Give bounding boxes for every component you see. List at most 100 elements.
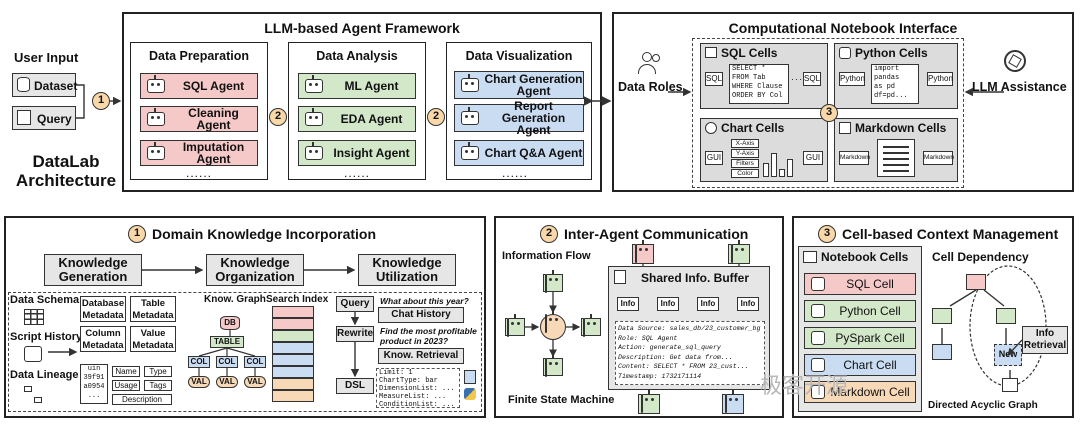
architecture-title-line1: DataLab	[32, 152, 100, 171]
tag-usage: Usage	[112, 380, 140, 391]
python-code-block: import pandas as pd df=pd...	[871, 64, 919, 104]
notebook-title: Computational Notebook Interface	[728, 20, 958, 36]
dsl-line: MeasureList: ...	[379, 393, 447, 401]
robot-icon	[305, 142, 323, 160]
graph-db-node: DB	[220, 316, 240, 330]
index-bar	[272, 306, 314, 318]
sql-cell[interactable]: SQL Cell	[804, 273, 916, 295]
marker-3: 3	[820, 104, 838, 122]
graph-col-node-3: COL	[244, 356, 266, 368]
markdown-in-tag: Markdown	[839, 151, 870, 165]
cell-context-title: Cell-based Context Management	[842, 226, 1059, 242]
report-generation-agent-label: Report Generation Agent	[501, 99, 566, 137]
chart-qa-agent[interactable]: Chart Q&A Agent	[454, 140, 584, 166]
python-cell[interactable]: Python Cell	[804, 300, 916, 322]
graph-val-node-1: VAL	[188, 376, 210, 388]
marker-2b: 2	[427, 108, 445, 126]
imputation-agent[interactable]: Imputation Agent	[140, 140, 258, 166]
openai-icon	[1004, 50, 1026, 72]
dag-node-root	[966, 274, 986, 290]
cleaning-agent[interactable]: Cleaning Agent	[140, 106, 258, 132]
sql-cells-ellipsis: ····	[791, 74, 807, 84]
graph-col-node-2: COL	[216, 356, 238, 368]
table-grid-icon	[24, 309, 44, 325]
buffer-log: Data Source: sales_db/23_customer_bg Rol…	[615, 321, 765, 385]
dag-node-bottom	[1002, 378, 1018, 392]
robot-icon	[635, 244, 637, 263]
llm-assistance-label: LLM Assistance	[972, 80, 1067, 94]
chart-qa-agent-label: Chart Q&A Agent	[484, 146, 583, 160]
dag-label: Directed Acyclic Graph	[928, 400, 1038, 411]
markdown-cell-icon	[811, 385, 825, 399]
query-step: Query	[336, 296, 374, 312]
script-history-label: Script History	[10, 331, 83, 343]
shared-buffer-title: Shared Info. Buffer	[641, 271, 750, 285]
chart-generation-agent[interactable]: Chart Generation Agent	[454, 71, 584, 99]
tag-type: Type	[144, 366, 172, 377]
marker-2-section: 2	[540, 225, 558, 243]
python-logo-icon	[464, 388, 476, 400]
dsl-line: Limit: 1	[379, 369, 413, 377]
chart-cell[interactable]: Chart Cell	[804, 354, 916, 376]
analysis-ellipsis: ......	[344, 166, 371, 180]
insight-agent[interactable]: Insight Agent	[298, 140, 416, 166]
rewrite-step: Rewrite	[336, 326, 374, 342]
robot-icon	[461, 142, 479, 160]
notebook-cells-region	[692, 38, 964, 188]
sql-out-tag: SQL	[803, 72, 821, 86]
log-line: Action: generate_sql_query	[618, 344, 721, 351]
robot-icon	[507, 318, 509, 337]
chart-generation-agent-label: Chart Generation Agent	[484, 72, 583, 98]
preparation-ellipsis: ......	[186, 166, 213, 180]
graph-val-node-2: VAL	[216, 376, 238, 388]
agent-framework-title: LLM-based Agent Framework	[264, 20, 460, 36]
sql-agent[interactable]: SQL Agent	[140, 73, 258, 99]
ml-agent[interactable]: ML Agent	[298, 73, 416, 99]
dsl-line: ChartType: bar	[379, 377, 438, 385]
database-icon	[17, 77, 30, 92]
robot-icon	[461, 74, 479, 92]
robot-icon	[641, 394, 643, 413]
chart-tag-yaxis: Y-Axis	[731, 149, 759, 158]
eda-agent[interactable]: EDA Agent	[298, 106, 416, 132]
query-input[interactable]: Query	[12, 106, 76, 130]
knowledge-organization-box: Knowledge Organization	[206, 254, 304, 286]
robot-icon	[583, 318, 585, 337]
dataset-input[interactable]: Dataset	[12, 73, 77, 97]
log-line: Description: Get data from...	[618, 353, 733, 361]
chart-tag-color: Color	[731, 169, 759, 178]
watermark: 极客开源	[760, 373, 849, 398]
markdown-cell-label: Markdown Cell	[830, 385, 910, 399]
notebook-cells-title: Notebook Cells	[821, 250, 909, 264]
data-schema-label: Data Schema	[10, 294, 80, 306]
dsl-line: DimensionList: ...	[379, 385, 455, 393]
chart-cells-title: Chart Cells	[721, 121, 785, 135]
robot-icon	[461, 107, 479, 125]
markdown-cell[interactable]: Markdown Cell	[804, 381, 916, 403]
fsm-node-center	[540, 314, 566, 340]
info-block: Info	[657, 297, 679, 311]
chart-in-tag: GUI	[705, 151, 723, 165]
uin-row: uin	[87, 365, 101, 373]
sql-in-tag: SQL	[705, 72, 723, 86]
tag-name: Name	[112, 366, 140, 377]
info-block: Info	[697, 297, 719, 311]
robot-icon	[305, 108, 323, 126]
fsm-label: Finite State Machine	[508, 394, 615, 406]
robot-icon	[731, 244, 733, 263]
fsm-node-left	[505, 318, 525, 337]
sql-cell-label: SQL Cell	[846, 277, 894, 291]
robot-icon	[147, 142, 165, 160]
dag-node-left	[932, 308, 952, 324]
report-generation-agent[interactable]: Report Generation Agent	[454, 100, 584, 136]
markdown-cells-box: Markdown Cells Markdown Markdown	[834, 118, 958, 182]
pyspark-cell[interactable]: PySpark Cell	[804, 327, 916, 349]
index-bar	[272, 354, 314, 366]
index-bar	[272, 342, 314, 354]
sql-code-block: SELECT * FROM Tab WHERE Clause ORDER BY …	[729, 64, 789, 104]
know-graph-label: Know. Graph	[204, 294, 266, 305]
robot-icon	[545, 314, 547, 333]
history-icon	[24, 346, 42, 362]
python-icon	[839, 47, 851, 59]
